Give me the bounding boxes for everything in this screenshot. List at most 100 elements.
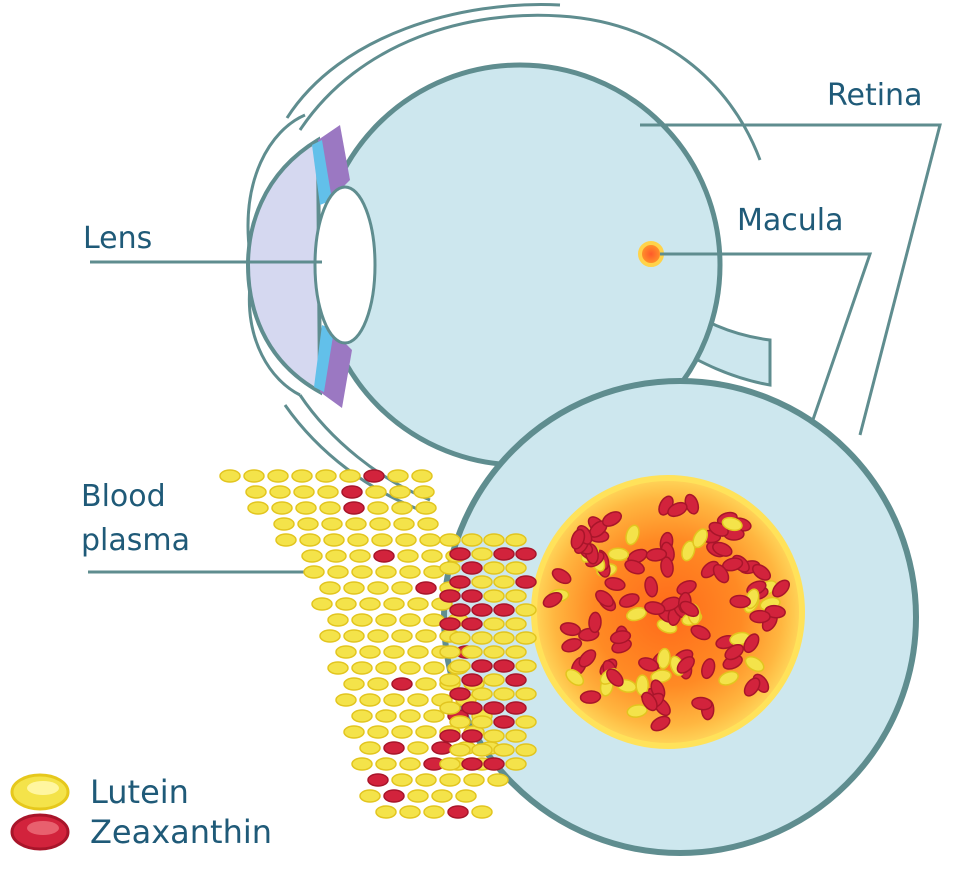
zeaxanthin-dot (383, 789, 405, 803)
lutein-dot (303, 565, 325, 579)
lutein-dot (439, 533, 461, 547)
lutein-dot (515, 743, 537, 757)
lutein-dot (365, 485, 387, 499)
lutein-dot (415, 725, 437, 739)
lutein-dot (299, 533, 321, 547)
zeaxanthin-dot (461, 757, 483, 771)
lutein-dot (359, 597, 381, 611)
macula-pigments (542, 493, 790, 732)
zeaxanthin-dot (363, 469, 385, 483)
lutein-dot (657, 647, 671, 670)
lutein-dot (626, 606, 647, 622)
zeaxanthin-dot (743, 633, 760, 654)
lutein-dot (415, 629, 437, 643)
zeaxanthin-dot (609, 630, 632, 645)
lutein-dot (367, 725, 389, 739)
lutein-dot (471, 743, 493, 757)
zeaxanthin-dot (701, 658, 716, 680)
lutein-dot (449, 631, 471, 645)
lutein-dot (311, 597, 333, 611)
lutein-dot (407, 597, 429, 611)
lutein-dot (515, 687, 537, 701)
blood-plasma-label-line2: plasma (81, 523, 190, 558)
lutein-dot (515, 631, 537, 645)
lutein-dot (247, 501, 269, 515)
zeaxanthin-dot (471, 659, 493, 673)
lutein-dot (413, 485, 435, 499)
lutein-dot (383, 645, 405, 659)
lutein-dot (505, 561, 527, 575)
lutein-dot (483, 673, 505, 687)
lutein-dot (471, 687, 493, 701)
lutein-dot (493, 743, 515, 757)
lutein-dot (607, 547, 630, 562)
legend-zeaxanthin-highlight (27, 821, 59, 835)
zeaxanthin-dot (493, 603, 515, 617)
lutein-dot (461, 645, 483, 659)
lutein-dot (315, 469, 337, 483)
zeaxanthin-dot (772, 579, 790, 598)
zeaxanthin-dot (367, 773, 389, 787)
zeaxanthin-dot (483, 701, 505, 715)
zeaxanthin-dot (515, 547, 537, 561)
lutein-dot (515, 659, 537, 673)
zeaxanthin-dot (471, 603, 493, 617)
lutein-dot (439, 561, 461, 575)
zeaxanthin-dot (578, 649, 597, 668)
legend-lutein-highlight (27, 781, 59, 795)
lutein-dot (455, 789, 477, 803)
zeaxanthin-dot (712, 563, 730, 584)
lutein-dot (399, 565, 421, 579)
lutein-dot (327, 565, 349, 579)
zeaxanthin-dot (650, 715, 671, 732)
zeaxanthin-dot (712, 541, 733, 557)
lutein-dot (505, 533, 527, 547)
zeaxanthin-dot (341, 485, 363, 499)
lutein-dot (407, 693, 429, 707)
lutein-dot (375, 565, 397, 579)
zeaxanthin-dot (588, 611, 602, 634)
lutein-dot (369, 517, 391, 531)
lutein-dot (359, 693, 381, 707)
lutein-dot (327, 613, 349, 627)
lutein-dot (327, 661, 349, 675)
lutein-dot (325, 549, 347, 563)
zeaxanthin-dot (461, 589, 483, 603)
lutein-dot (650, 669, 672, 684)
lutein-dot (321, 517, 343, 531)
lutein-dot (335, 597, 357, 611)
zeaxanthin-dot (690, 624, 711, 641)
zeaxanthin-dot (559, 622, 582, 637)
lutein-dot (269, 485, 291, 499)
zeaxanthin-dot (604, 577, 626, 591)
lutein-dot (267, 469, 289, 483)
lutein-dot (692, 528, 709, 549)
macula-spot (638, 241, 664, 267)
zeaxanthin-dot (561, 637, 583, 653)
lutein-dot (423, 661, 445, 675)
lutein-dot (471, 715, 493, 729)
lutein-dot (415, 677, 437, 691)
zeaxanthin-dot (645, 547, 668, 562)
lutein-dot (505, 617, 527, 631)
lutein-dot (359, 789, 381, 803)
zeaxanthin-dot (601, 511, 623, 527)
lutein-dot (483, 561, 505, 575)
lutein-dot (626, 704, 648, 718)
lutein-dot (359, 741, 381, 755)
lutein-dot (323, 533, 345, 547)
lens-label: Lens (83, 221, 153, 256)
lutein-dot (319, 501, 341, 515)
lutein-dot (415, 773, 437, 787)
lutein-dot (271, 501, 293, 515)
zeaxanthin-dot (644, 576, 659, 598)
lutein-dot (319, 629, 341, 643)
lutein-dot (439, 773, 461, 787)
lutein-dot (399, 613, 421, 627)
lutein-dot (423, 805, 445, 819)
zeaxanthin-dot (749, 609, 771, 624)
lutein-dot (335, 693, 357, 707)
lutein-dot (375, 757, 397, 771)
zeaxanthin-dot (449, 687, 471, 701)
